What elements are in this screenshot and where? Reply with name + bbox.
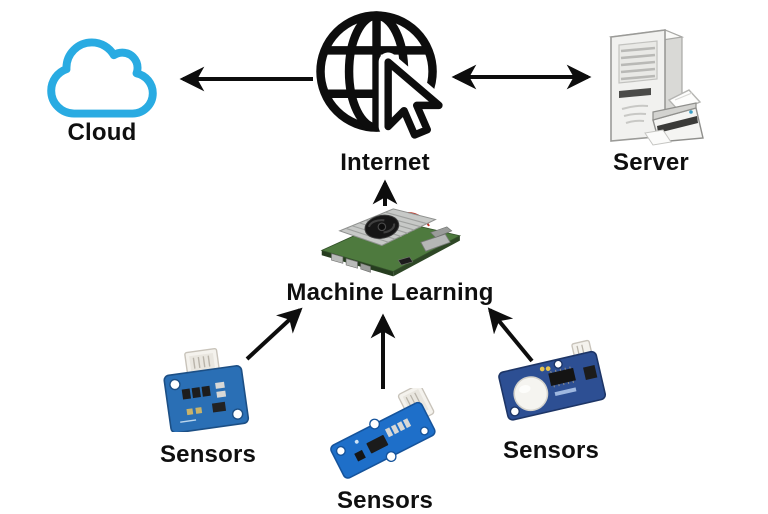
sensor-right-label: Sensors — [502, 437, 600, 464]
grove-sensor-square-icon — [163, 348, 250, 432]
machine-learning-label: Machine Learning — [286, 279, 494, 306]
server-label: Server — [613, 149, 689, 176]
cloud-label: Cloud — [67, 119, 137, 146]
cursor-arrow-icon — [378, 52, 449, 145]
node-server: Server — [587, 20, 715, 175]
internet-label: Internet — [340, 149, 430, 176]
node-sensor-right: Sensors — [488, 336, 614, 463]
sbc-board-icon — [320, 208, 462, 277]
globe-cursor-icon — [316, 11, 449, 145]
sensor-left-label: Sensors — [159, 441, 257, 468]
sensor-bottom-label: Sensors — [336, 487, 434, 514]
grove-sensor-bar-icon — [330, 388, 436, 479]
node-sensor-left: Sensors — [138, 348, 278, 467]
node-internet: Internet — [303, 6, 467, 175]
cloud-icon — [47, 38, 157, 118]
node-sensor-bottom: Sensors — [318, 388, 452, 513]
node-machine-learning: Machine Learning — [286, 200, 493, 305]
printer-icon — [644, 89, 704, 146]
server-tower-printer-icon — [608, 29, 704, 146]
pir-sensor-icon — [498, 339, 607, 421]
node-cloud: Cloud — [30, 38, 174, 145]
